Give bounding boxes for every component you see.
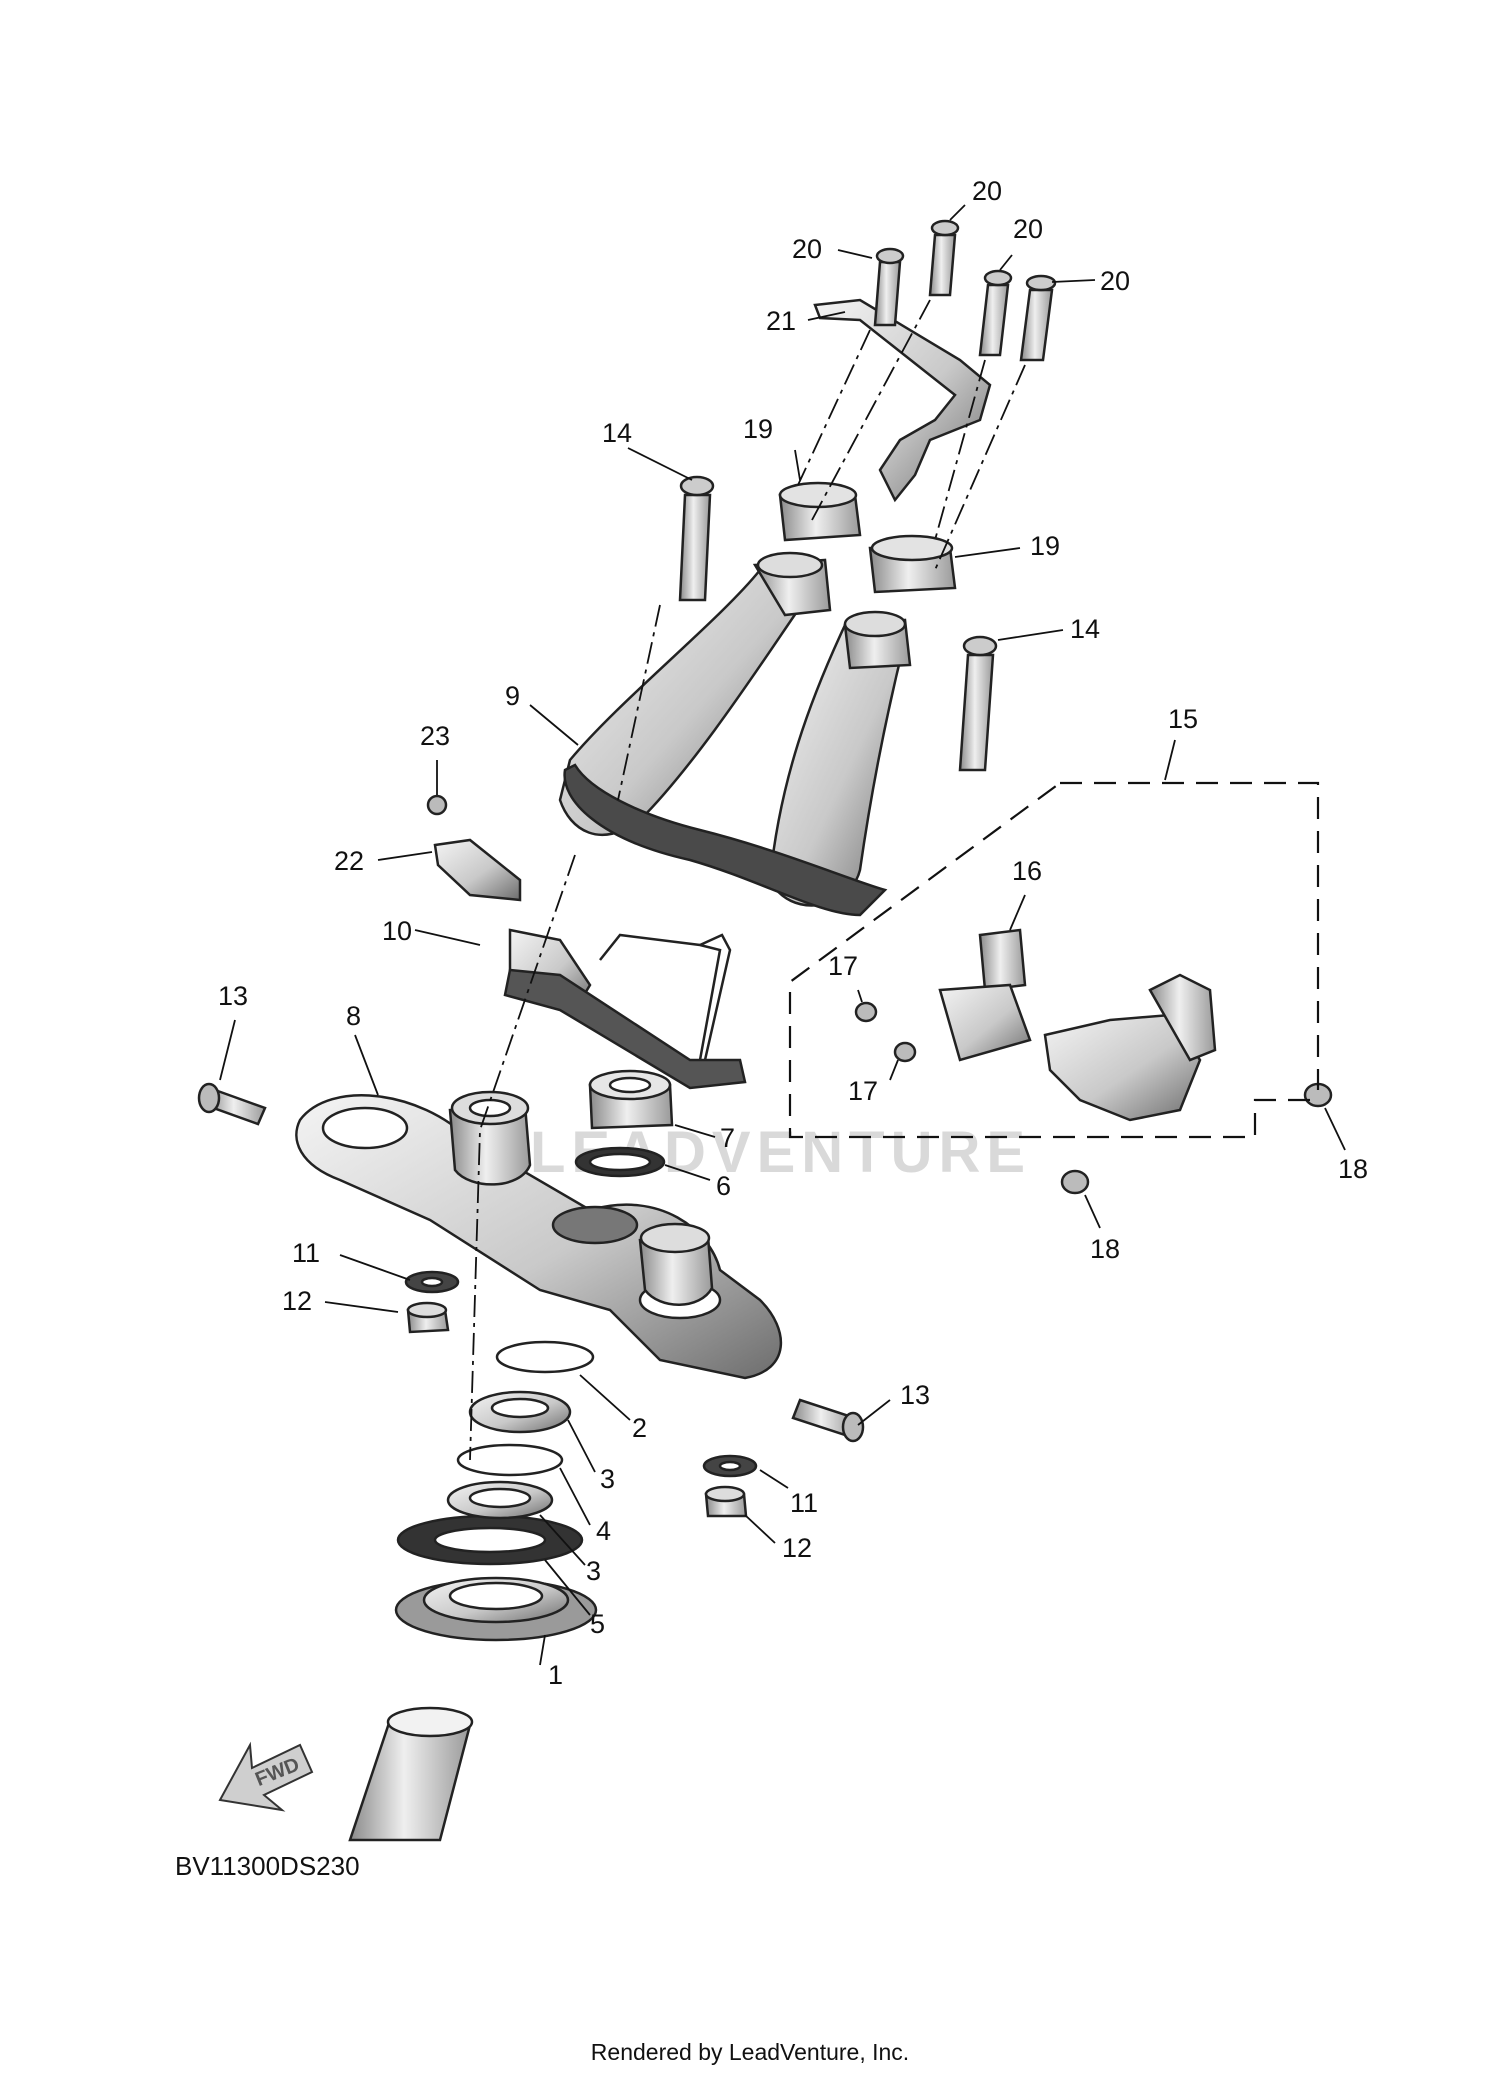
- plate-21: [813, 298, 992, 503]
- bolts-18: [1060, 1082, 1333, 1195]
- handlebar-holder-left: [778, 481, 862, 542]
- callout-23: 23: [420, 721, 450, 751]
- callout-3b: 3: [586, 1556, 601, 1586]
- assembly-line-20c: [934, 359, 986, 541]
- lower-bracket: [295, 1090, 783, 1380]
- callout-12b: 12: [782, 1533, 812, 1563]
- callout-13b: 13: [900, 1380, 930, 1410]
- callout-10: 10: [382, 916, 412, 946]
- callout-5: 5: [590, 1609, 605, 1639]
- sensor-bracket: [1043, 973, 1217, 1122]
- callout-14b: 14: [1070, 614, 1100, 644]
- callout-13a: 13: [218, 981, 248, 1011]
- bolt-14-right: [958, 635, 998, 772]
- callout-7: 7: [720, 1123, 735, 1153]
- callout-19b: 19: [1030, 531, 1060, 561]
- callout-20d: 20: [1100, 266, 1130, 296]
- callout-18a: 18: [1338, 1154, 1368, 1184]
- washer-nut-right: [702, 1454, 758, 1518]
- callout-22: 22: [334, 846, 364, 876]
- bolt-13-right: [791, 1398, 865, 1443]
- callout-18b: 18: [1090, 1234, 1120, 1264]
- steering-stem-tube: [348, 1706, 474, 1842]
- bracket-22: [433, 838, 522, 902]
- bracket-10: [503, 928, 747, 1090]
- callout-17a: 17: [828, 951, 858, 981]
- bolts-20: [873, 219, 1057, 362]
- callout-20b: 20: [972, 176, 1002, 206]
- callout-3a: 3: [600, 1464, 615, 1494]
- callout-16: 16: [1012, 856, 1042, 886]
- callout-11a: 11: [292, 1238, 320, 1268]
- washer-nut-left: [404, 1270, 460, 1334]
- screws-17: [854, 1001, 917, 1063]
- callout-12a: 12: [282, 1286, 312, 1316]
- callout-21: 21: [766, 306, 796, 336]
- callout-2: 2: [632, 1413, 647, 1443]
- callout-8: 8: [346, 1001, 361, 1031]
- callout-15: 15: [1168, 704, 1198, 734]
- leader-lines: [219, 204, 1346, 1666]
- callout-4: 4: [596, 1516, 611, 1546]
- callout-17b: 17: [848, 1076, 878, 1106]
- stem-nut-and-washer: [574, 1069, 674, 1178]
- bolt-14-left: [678, 475, 715, 602]
- callout-6: 6: [716, 1171, 731, 1201]
- callout-14a: 14: [602, 418, 632, 448]
- fwd-arrow-icon: FWD: [218, 1741, 314, 1812]
- diagram-code: BV11300DS230: [175, 1851, 360, 1881]
- upper-bracket: [558, 551, 912, 917]
- assembly-line-14: [617, 604, 661, 801]
- footer-credit: Rendered by LeadVenture, Inc.: [591, 2039, 909, 2065]
- bolt-23: [426, 794, 448, 816]
- assembly-line-20a: [797, 329, 871, 486]
- callout-20a: 20: [792, 234, 822, 264]
- handlebar-holder-right: [868, 534, 957, 594]
- callout-9: 9: [505, 681, 520, 711]
- sensor-16: [938, 928, 1032, 1062]
- callout-labels: 1 2 3 4 3 5 6 7 8 9 10 11 12 11 12 13 13…: [218, 176, 1368, 1690]
- callout-1: 1: [548, 1660, 563, 1690]
- assembly-line-20b: [811, 299, 931, 521]
- assembly-line-stem: [469, 854, 576, 1461]
- bolt-13-left: [197, 1082, 267, 1126]
- callout-19a: 19: [743, 414, 773, 444]
- bearing-stack: [394, 1340, 598, 1642]
- callout-11b: 11: [790, 1488, 818, 1518]
- callout-20c: 20: [1013, 214, 1043, 244]
- group-box-15: [788, 781, 1320, 1139]
